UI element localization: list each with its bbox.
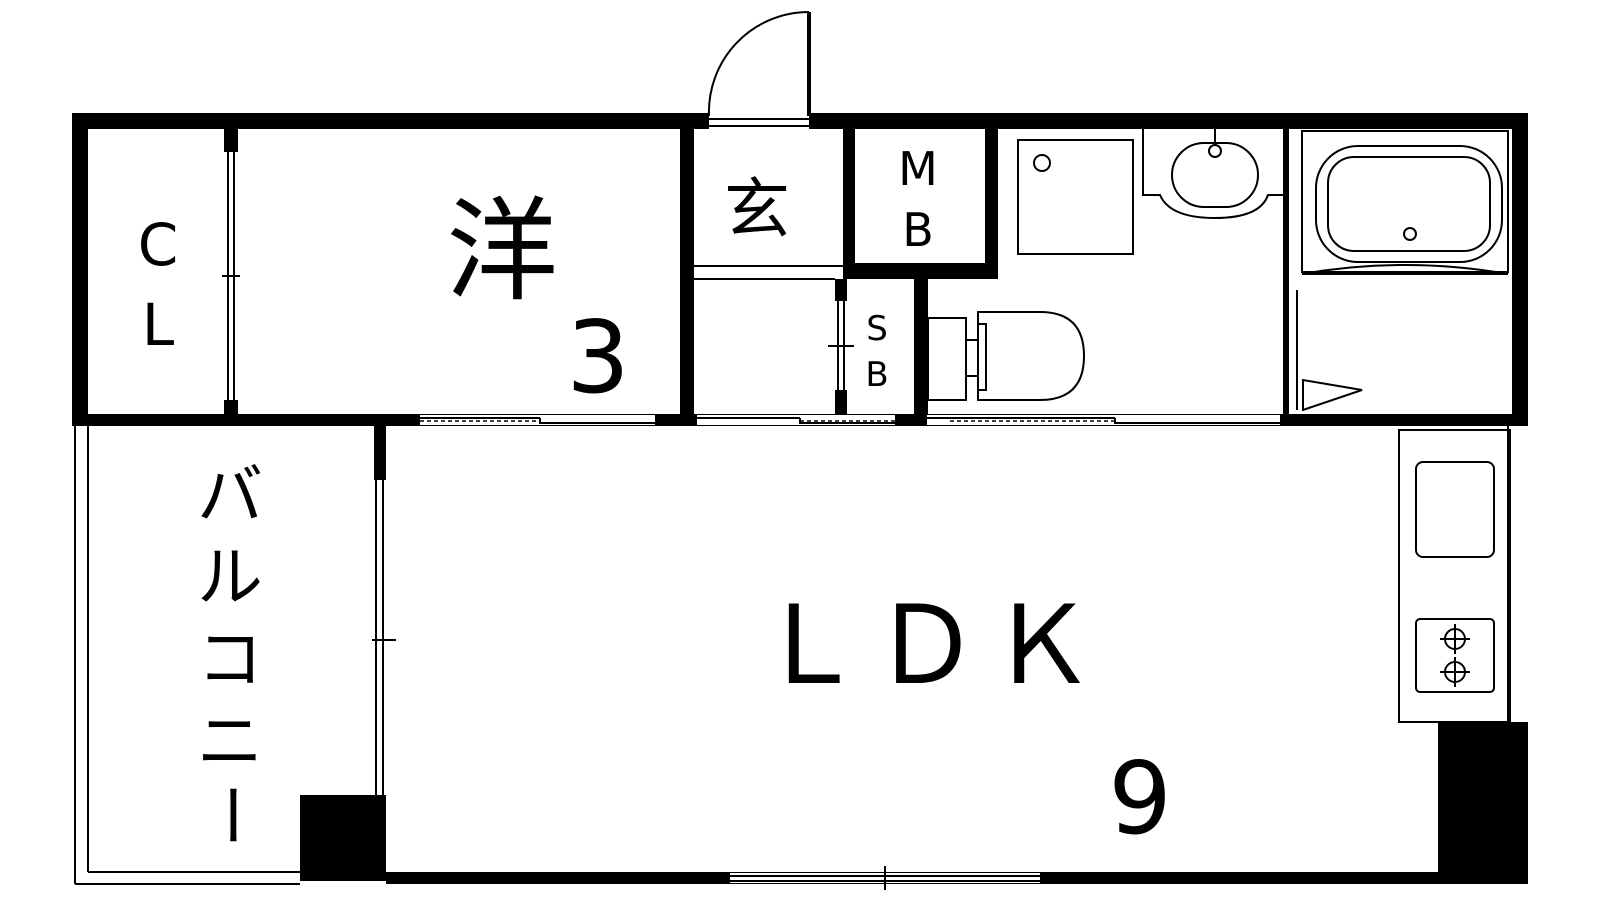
entrance-step [694,265,843,280]
burner-icon [1440,624,1470,654]
toilet-left-wall [914,279,928,414]
stove [1415,618,1495,693]
ldk-name: ＬＤＫ [756,584,1104,709]
meter-box-label-line2: B [902,203,934,257]
balcony-window [372,480,396,795]
western-room-label: 洋 3 [446,187,630,416]
corner-column-left [300,795,386,881]
balcony-label-char: ー [192,782,269,848]
balcony-label-char: ル [197,539,263,616]
bottom-window [730,866,1040,890]
balcony-label-char: ニ [197,703,263,780]
shoebox-wall-bottom [835,390,847,414]
closet-sliding-door [222,152,240,400]
entrance-label: 玄 [724,171,790,248]
balcony-label: バ ル コ ニ ー [192,457,269,848]
shoebox-door [828,301,854,390]
kitchen-counter [1398,426,1511,723]
closet-wall-top [224,129,238,152]
balcony-label-char: バ [197,457,263,534]
ldk-left-wall-top [374,424,386,480]
left-wall-upper [72,113,88,423]
washing-machine-space [1017,139,1134,255]
burner-icon [1440,657,1470,687]
meter-box-label-line1: M [898,142,938,196]
wash-basin [1142,129,1286,220]
meter-box-left-wall [843,129,855,263]
toilet [927,311,1086,401]
shoe-box-label-line1: S [866,309,888,349]
western-room-name: 洋 [446,187,558,317]
balcony-railing [74,426,300,885]
closet-label-line1: C [138,211,179,279]
interior-walls [224,129,1304,426]
balcony-label-char-rotated: ー [192,782,269,848]
outer-walls [72,113,1528,884]
wall-post-3 [1280,414,1304,426]
entrance-door-gap [709,112,809,130]
corner-column-right [1438,722,1528,884]
bathtub [1301,130,1509,275]
balcony-label-char: コ [197,621,263,698]
entrance-door [707,11,811,127]
bath-door [1296,290,1363,412]
meter-box-right-wall [985,129,998,279]
sliding-doors-middle [420,415,1280,425]
ldk-size: 9 [1108,740,1172,857]
western-room-size: 3 [566,299,630,416]
shoe-box-label-line2: B [865,355,888,395]
western-room-right-wall [680,129,694,414]
wall-post-1 [655,414,695,426]
wall-post-2 [895,414,925,426]
meter-box-label: M B [898,142,938,257]
closet-label-line2: L [142,291,174,359]
closet-label: C L [138,211,179,359]
meter-box-bottom-wall [843,263,998,279]
shoe-box-label: S B [865,309,888,395]
right-wall-upper [1512,113,1528,423]
kitchen-sink [1415,461,1495,558]
shoebox-wall-top [835,279,847,301]
ldk-label: ＬＤＫ 9 [756,584,1172,857]
bath-wall [1283,129,1289,414]
closet-wall-bottom [224,400,238,414]
